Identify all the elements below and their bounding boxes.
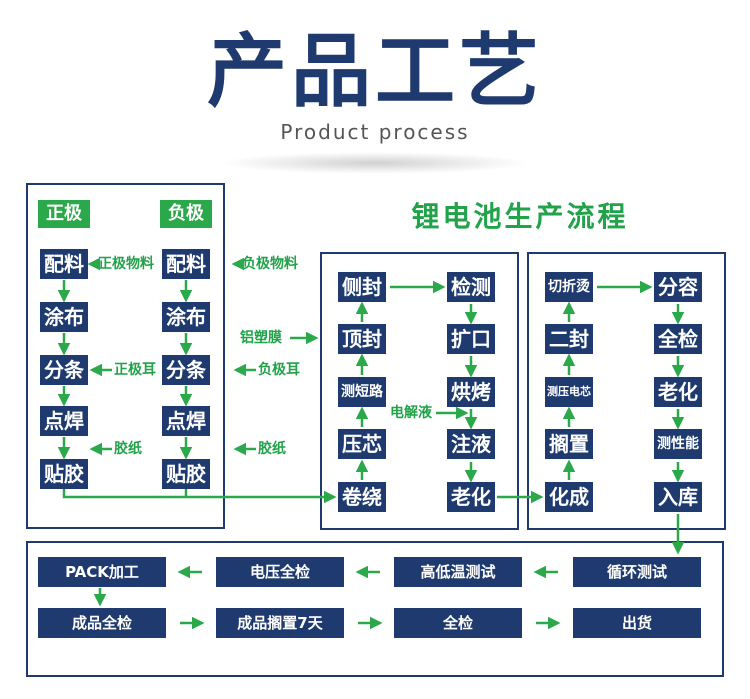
- note-neg-material: 负极物料: [242, 256, 298, 272]
- bottom-step-voltage-check: 电压全检: [216, 557, 344, 587]
- note-electrolyte: 电解液: [390, 405, 432, 421]
- bottom-step-temp-test: 高低温测试: [394, 557, 522, 587]
- bottom-step-shipping: 出货: [573, 608, 701, 638]
- positive-electrode-label: 正极: [38, 200, 90, 228]
- right-step-performance-test: 测性能: [654, 429, 702, 459]
- right-step-full-inspection: 全检: [654, 324, 702, 354]
- neg-step-welding: 点焊: [162, 406, 210, 436]
- page-subtitle: Product process: [280, 120, 470, 144]
- bottom-step-cycle-test: 循环测试: [573, 557, 701, 587]
- right-step-aging: 老化: [654, 377, 702, 407]
- bottom-step-pack: PACK加工: [38, 557, 166, 587]
- note-film: 铝塑膜: [240, 330, 282, 346]
- flow-heading: 锂电池生产流程: [411, 200, 629, 233]
- pos-step-taping: 贴胶: [40, 459, 88, 489]
- title-shadow: [220, 152, 530, 174]
- mid-step-short-test: 测短路: [338, 377, 386, 407]
- bottom-step-final-check: 全检: [394, 608, 522, 638]
- mid-step-pressing: 压芯: [338, 429, 386, 459]
- note-pos-material: 正极物料: [98, 256, 154, 272]
- mid-step-flaring: 扩口: [447, 324, 495, 354]
- arrow-to-winding: [62, 489, 337, 504]
- mid-step-injection: 注液: [447, 429, 495, 459]
- note-pos-tab: 正极耳: [114, 362, 156, 378]
- pos-step-welding: 点焊: [40, 406, 88, 436]
- mid-step-inspection: 检测: [447, 272, 495, 302]
- mid-step-winding: 卷绕: [338, 482, 386, 512]
- note-neg-tab: 负极耳: [258, 362, 300, 378]
- right-step-resting: 搁置: [545, 429, 593, 459]
- pos-step-slitting: 分条: [40, 355, 88, 385]
- mid-step-side-seal: 侧封: [338, 272, 386, 302]
- mid-step-top-seal: 顶封: [338, 324, 386, 354]
- mid-step-baking: 烘烤: [447, 377, 495, 407]
- note-tape-outer: 胶纸: [258, 441, 286, 457]
- right-step-formation: 化成: [545, 482, 593, 512]
- note-tape-inner: 胶纸: [114, 441, 142, 457]
- bottom-step-product-check: 成品全检: [38, 608, 166, 638]
- pos-step-batching: 配料: [40, 249, 88, 279]
- page-title: 产品工艺: [207, 25, 543, 118]
- bottom-step-product-rest: 成品搁置7天: [216, 608, 344, 638]
- right-step-cell-voltage-test: 测压电芯: [545, 377, 593, 407]
- mid-step-aging: 老化: [447, 482, 495, 512]
- negative-electrode-label: 负极: [160, 200, 212, 228]
- neg-step-batching: 配料: [162, 249, 210, 279]
- neg-step-coating: 涂布: [162, 302, 210, 332]
- right-step-warehousing: 入库: [654, 482, 702, 512]
- right-step-second-seal: 二封: [545, 324, 593, 354]
- right-step-cut-fold-iron: 切折烫: [545, 272, 593, 302]
- right-step-grading: 分容: [654, 272, 702, 302]
- neg-step-slitting: 分条: [162, 355, 210, 385]
- neg-step-taping: 贴胶: [162, 459, 210, 489]
- pos-step-coating: 涂布: [40, 302, 88, 332]
